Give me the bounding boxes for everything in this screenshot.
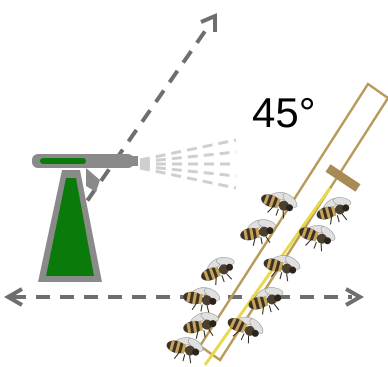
angle-label: 45° <box>252 89 316 136</box>
frame-icon <box>198 82 388 366</box>
bee-cluster <box>163 183 357 367</box>
spray-mist <box>139 138 237 190</box>
axis-x-arrow <box>3 287 365 307</box>
axis-diagonal-arrow <box>58 12 217 242</box>
spray-bottle-icon <box>32 154 138 282</box>
